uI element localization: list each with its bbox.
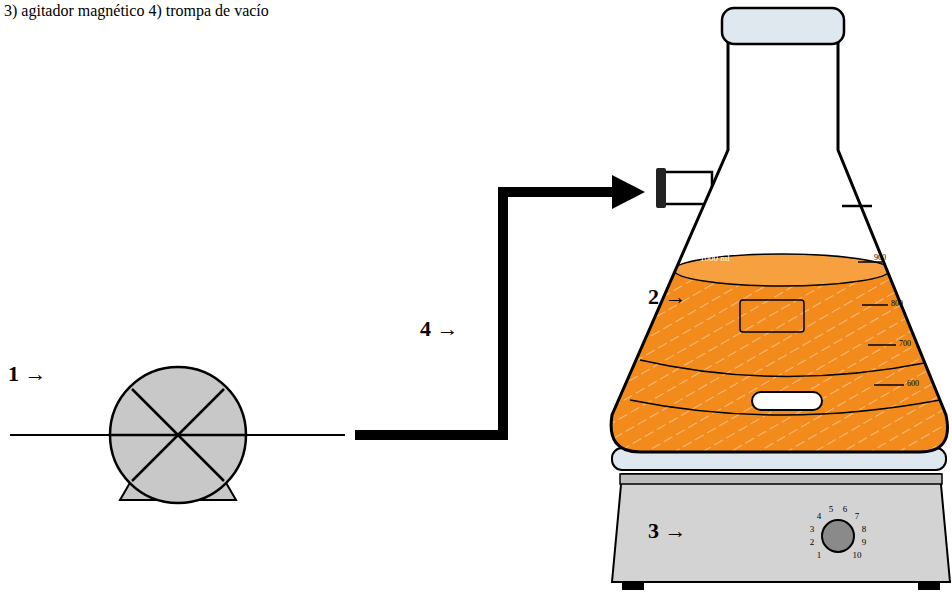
graduation-mark: 900 [874,254,886,262]
graduation-mark: 600 [907,380,919,388]
dial-number: 1 [817,551,822,560]
dial-number: 6 [843,505,848,514]
vacuum-pump [10,367,345,503]
magnetic-stirrer [612,448,950,590]
dial-number: 10 [853,551,862,560]
dial-number: 7 [855,512,860,521]
dial-number: 2 [810,538,815,547]
dial-number: 4 [817,512,822,521]
dial-number: 3 [810,525,815,534]
kitasato-flask [600,8,952,458]
callout-number: 1 → [8,363,47,385]
dial-number: 9 [862,538,867,547]
dial-number: 8 [862,525,867,534]
graduation-mark: 1000 ml [700,254,730,263]
callout-number: 3 → [648,520,687,542]
callout-number: 4 → [420,318,459,340]
vacuum-hose [355,175,645,435]
dial-number: 5 [829,505,834,514]
callout-number: 2 → [648,286,687,308]
graduation-mark: 800 [891,300,903,308]
caption-line: 3) agitador magnético 4) trompa de vacío [4,3,269,19]
graduation-mark: 700 [899,340,911,348]
